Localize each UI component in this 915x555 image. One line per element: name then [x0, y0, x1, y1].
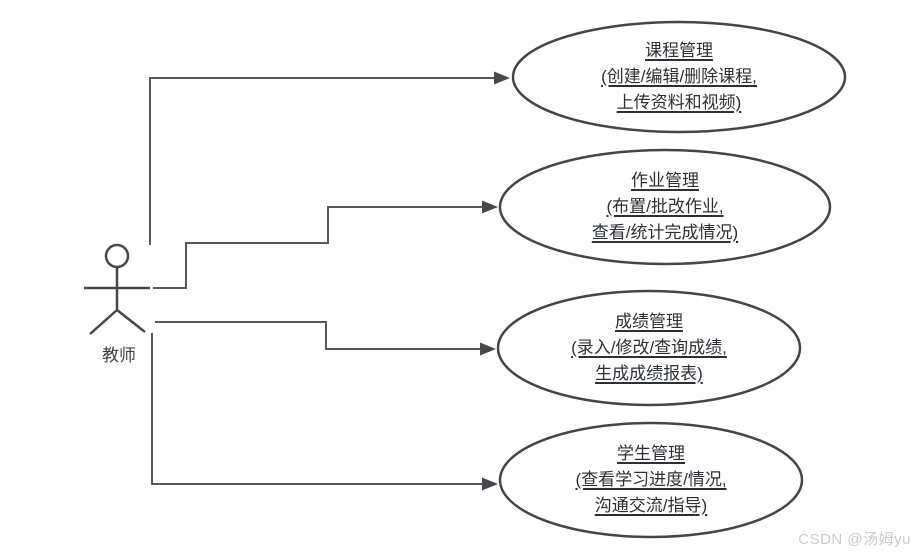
- connector-actor-to-homework: [153, 200, 498, 289]
- actor-label: 教师: [102, 346, 136, 365]
- actor-head: [104, 243, 130, 269]
- usecase-ellipse-course: [511, 20, 847, 134]
- connector-actor-to-student: [151, 333, 498, 491]
- watermark: CSDN @汤姆yu: [798, 531, 911, 548]
- connector-actor-to-course: [149, 71, 510, 245]
- actor-right-leg: [116, 309, 146, 333]
- actor-left-leg: [89, 309, 118, 335]
- usecase-ellipse-homework: [498, 148, 832, 266]
- actor-figure: [84, 243, 150, 335]
- usecase-ellipse-grade: [496, 289, 802, 407]
- usecase-ellipse-student: [498, 421, 804, 539]
- connector-actor-to-grade: [155, 321, 496, 356]
